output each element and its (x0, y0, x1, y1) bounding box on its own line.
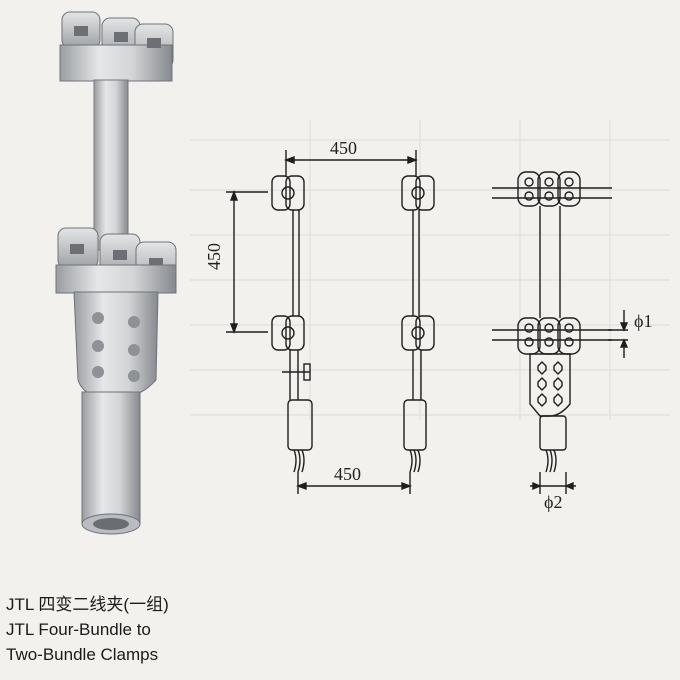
connecting-bar (93, 79, 129, 251)
vertical-dimension-label: 450 (204, 243, 224, 270)
phi2-label: ϕ2 (544, 492, 562, 512)
caption-english-2: Two-Bundle Clamps (6, 645, 159, 664)
left-assembly-view (271, 175, 313, 473)
top-clamp-block (59, 11, 174, 82)
compression-tube (81, 391, 141, 535)
background-table-ghost (190, 120, 670, 420)
caption-english-1: JTL Four-Bundle to (6, 620, 151, 639)
middle-assembly-view (401, 175, 435, 473)
product-photo (55, 11, 177, 535)
technical-drawing: 450 450 450 ϕ1 ϕ2 (204, 138, 652, 512)
top-dimension-label: 450 (330, 138, 357, 158)
bottom-dimension-label: 450 (334, 464, 361, 484)
phi1-label: ϕ1 (634, 311, 652, 331)
product-caption: JTL 四变二线夹(一组) JTL Four-Bundle to Two-Bun… (6, 592, 206, 667)
caption-chinese: JTL 四变二线夹(一组) (6, 595, 169, 614)
right-assembly-view (492, 171, 629, 494)
bottom-clamp-block (55, 227, 177, 294)
terminal-plate (73, 291, 159, 396)
